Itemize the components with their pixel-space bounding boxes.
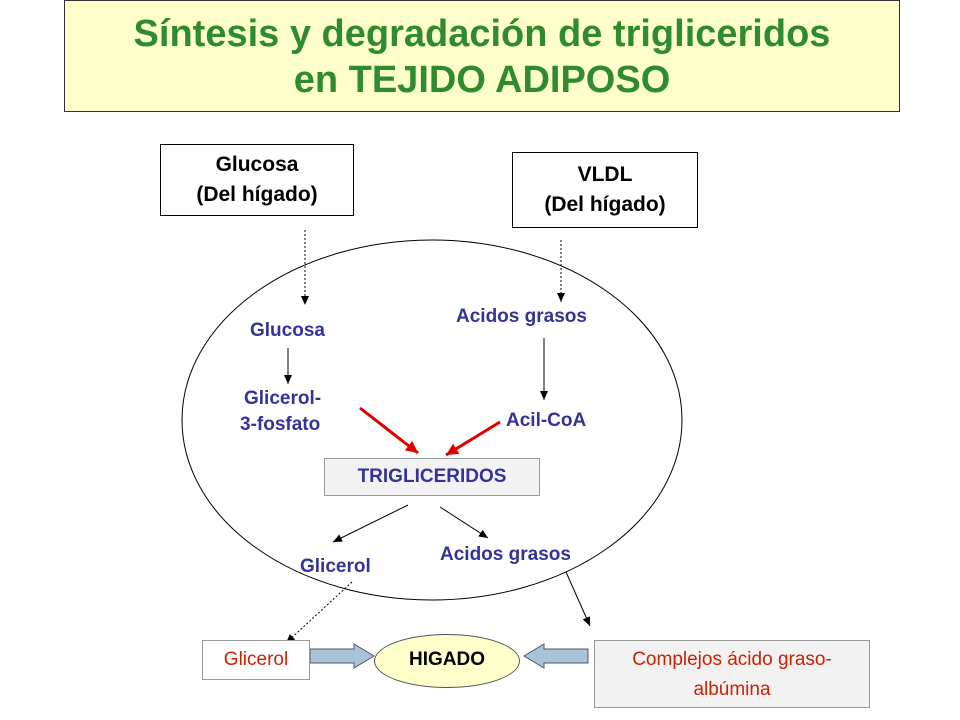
block-arrow-glicerol-to-higado (309, 643, 375, 669)
glicerol-out-label: Glicerol (300, 556, 371, 577)
arrow-acidos-export (565, 571, 591, 627)
title-line-2: en TEJIDO ADIPOSO (293, 59, 671, 101)
higado-label: HIGADO (409, 649, 485, 670)
complejos-line-1: Complejos ácido graso- (632, 649, 832, 670)
vldl-source-title: VLDL (577, 163, 633, 186)
trigliceridos-label: TRIGLICERIDOS (357, 466, 507, 487)
block-arrow-complejos-to-higado (523, 643, 589, 669)
complejos-line-2: albúmina (693, 679, 771, 700)
glucosa-source-origin: (Del hígado) (196, 183, 318, 206)
glicerol-3p-line-1: Glicerol- (244, 388, 322, 409)
acil-coa-label: Acil-CoA (506, 410, 587, 431)
vldl-source-box: VLDL (Del hígado) (512, 152, 698, 228)
complejos-box: Complejos ácido graso- albúmina (594, 640, 870, 708)
title-box: Síntesis y degradación de trigliceridos … (64, 0, 900, 112)
glicerol-3p-line-2: 3-fosfato (240, 414, 321, 435)
glicerol-export-label: Glicerol (223, 649, 289, 670)
title-line-1: Síntesis y degradación de trigliceridos (133, 13, 831, 55)
arrow-tg-to-acidos (439, 506, 489, 539)
glucosa-source-box: Glucosa (Del hígado) (160, 144, 354, 216)
adipose-cell-ellipse (181, 239, 683, 601)
glucosa-label: Glucosa (250, 320, 325, 341)
arrow-acilcoa-to-tg (445, 420, 501, 457)
trigliceridos-box: TRIGLICERIDOS (324, 458, 540, 496)
arrow-tg-to-glicerol (332, 504, 409, 543)
higado-ellipse: HIGADO (374, 634, 520, 688)
arrow-glicerol3p-to-tg (359, 406, 419, 455)
vldl-source-origin: (Del hígado) (544, 193, 666, 216)
acidos-grasos-in-label: Acidos grasos (456, 306, 587, 327)
glucosa-source-title: Glucosa (215, 153, 299, 176)
acidos-grasos-out-label: Acidos grasos (440, 544, 571, 565)
glicerol-export-box: Glicerol (202, 640, 310, 680)
arrow-glicerol-export (285, 581, 353, 644)
